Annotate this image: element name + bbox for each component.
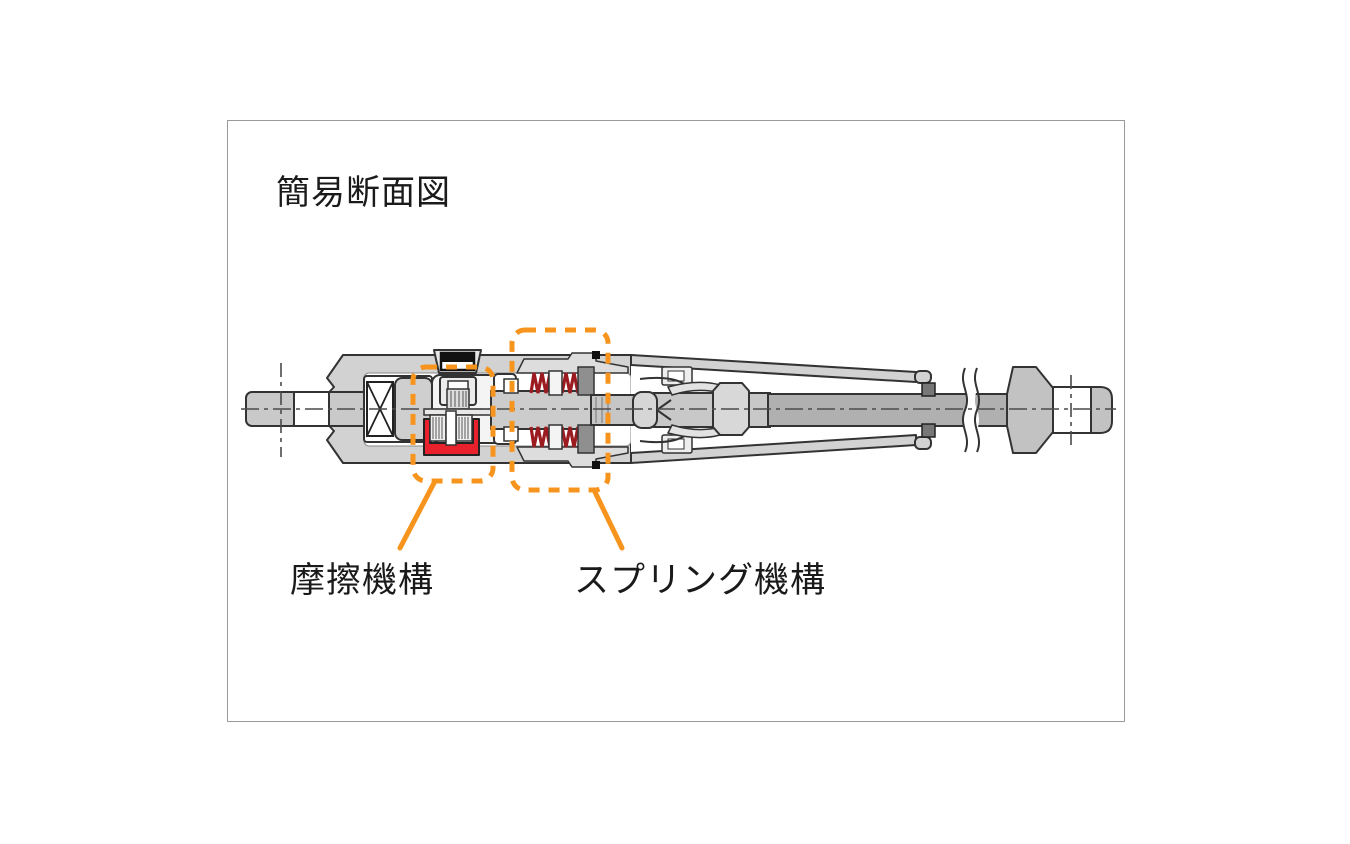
break-symbol bbox=[963, 368, 979, 452]
spring-highlight-box bbox=[512, 330, 608, 490]
spring-leader-line bbox=[595, 492, 622, 548]
stop-pin-bottom bbox=[592, 461, 600, 469]
spring-label: スプリング機構 bbox=[574, 561, 827, 600]
stop-pin-top bbox=[592, 351, 600, 359]
friction-leader-line bbox=[400, 483, 434, 548]
spring-mechanism bbox=[491, 351, 628, 469]
friction-pads bbox=[430, 415, 472, 441]
end-flange bbox=[1007, 367, 1053, 453]
spring-seat-top bbox=[578, 367, 594, 395]
cross-section-drawing bbox=[228, 121, 1124, 721]
adjuster-cap bbox=[434, 350, 481, 373]
friction-highlight-box bbox=[413, 367, 493, 481]
end-cap bbox=[1091, 387, 1112, 433]
spring-seat-bottom bbox=[578, 425, 594, 453]
diagram-panel: 簡易断面図 摩擦機構 スプリング機構 bbox=[227, 120, 1125, 722]
output-shaft bbox=[768, 367, 1112, 453]
highlights bbox=[400, 330, 622, 548]
diagram-title: 簡易断面図 bbox=[276, 174, 451, 212]
center-axis-lines bbox=[241, 363, 1116, 457]
friction-label: 摩擦機構 bbox=[290, 561, 435, 600]
input-shaft bbox=[246, 392, 367, 426]
